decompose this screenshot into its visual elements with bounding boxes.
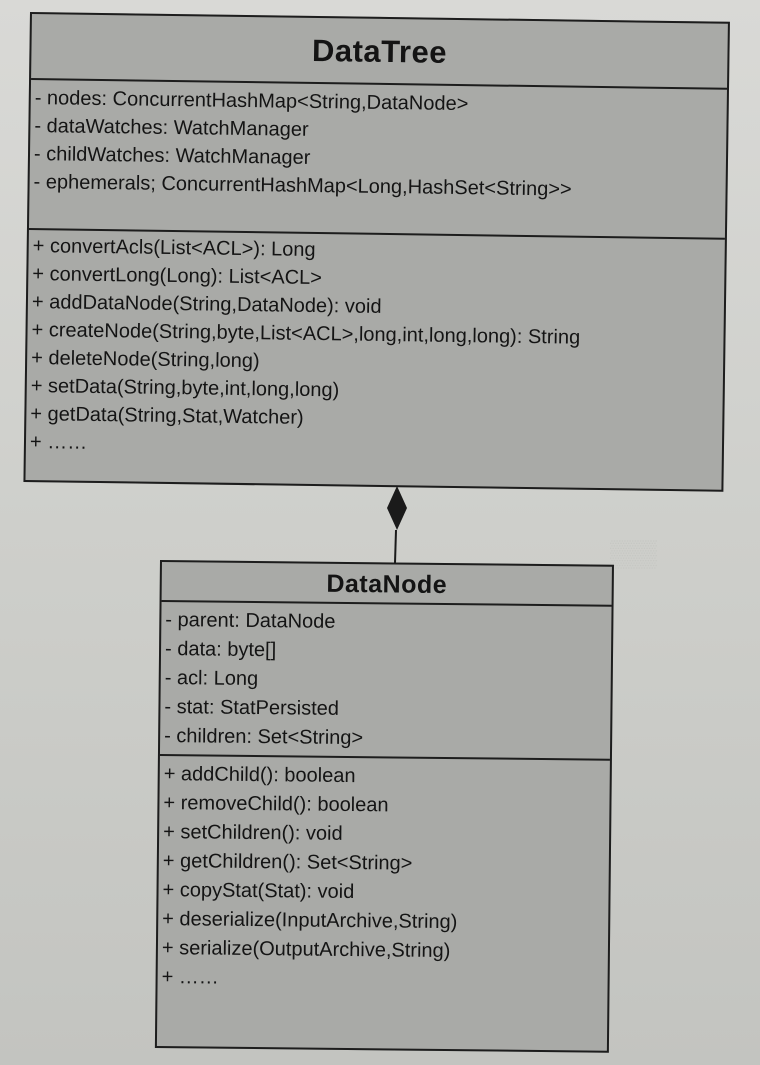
- background-print: ▒▒▒: [610, 540, 657, 570]
- datanode-operation: + getChildren(): Set<String>: [162, 850, 413, 875]
- datanode-attribute: - stat: StatPersisted: [164, 696, 340, 720]
- datanode-attribute: - acl: Long: [164, 667, 259, 691]
- datanode-operations: + addChild(): boolean + removeChild(): b…: [157, 756, 609, 997]
- datanode-operation: + setChildren(): void: [163, 821, 343, 845]
- datanode-class-name: DataNode: [161, 562, 612, 607]
- datanode-operation: + serialize(OutputArchive,String): [161, 937, 451, 963]
- datanode-operation: + removeChild(): boolean: [163, 792, 389, 817]
- datanode-operation: + copyStat(Stat): void: [162, 879, 355, 904]
- composition-line: [394, 529, 397, 564]
- datanode-attribute: - children: Set<String>: [164, 725, 364, 750]
- composition-diamond-icon: [387, 486, 407, 530]
- datanode-operation: + addChild(): boolean: [163, 763, 356, 788]
- datanode-attribute: - parent: DataNode: [165, 609, 336, 633]
- datanode-attributes: - parent: DataNode - data: byte[] - acl:…: [159, 602, 612, 761]
- datanode-class: DataNode - parent: DataNode - data: byte…: [154, 560, 614, 1053]
- datanode-attribute: - data: byte[]: [164, 638, 277, 662]
- datanode-operation: + deserialize(InputArchive,String): [162, 908, 458, 934]
- datanode-operation: + ……: [161, 966, 219, 989]
